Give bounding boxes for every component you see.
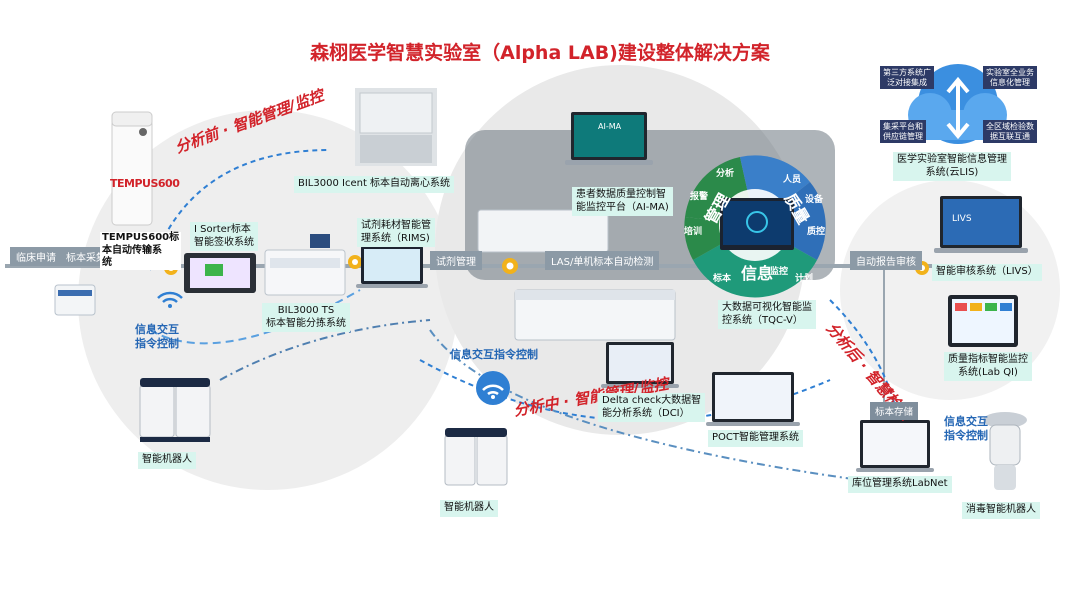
livs-label: 智能审核系统（LIVS） — [932, 264, 1042, 281]
lis-label: 医学实验室智能信息管理 系统(云LIS) — [893, 152, 1011, 181]
cloud-item-procurement: 集采平台和 供应链管理 — [880, 120, 926, 144]
livs-screen-text: LIVS — [952, 214, 972, 224]
cloud-item-third-party: 第三方系统广 泛对接集成 — [880, 66, 934, 90]
labqi-label: 质量指标智能监控 系统(Lab QI) — [944, 352, 1032, 381]
isorter-label: I Sorter标本 智能签收系统 — [190, 222, 258, 251]
robot-center-label: 智能机器人 — [440, 500, 498, 517]
robot-left-label: 智能机器人 — [138, 452, 196, 469]
flow-auto-report: 自动报告审核 — [850, 251, 922, 270]
hub-personnel: 人员 — [783, 175, 802, 185]
ai-ma-screen-text: AI-MA — [598, 122, 622, 131]
post-phase-arc — [829, 299, 901, 431]
hub-monitor: 监控 — [770, 267, 789, 277]
robot-left-graphic — [139, 378, 211, 442]
bil-ts-label: BIL3000 TS 标本智能分拣系统 — [262, 303, 350, 332]
ai-ma-label: 患者数据质量控制智 能监控平台（AI-MA) — [572, 187, 673, 216]
robot-disinfect-graphic — [983, 412, 1027, 490]
wifi-icon-center — [476, 371, 510, 405]
analyzer-line — [477, 209, 609, 253]
robot-center-graphic — [444, 428, 508, 486]
wifi-icon-left — [157, 291, 183, 308]
bil-icent-label: BIL3000 Icent 标本自动离心系统 — [294, 176, 455, 193]
bil-ts-device — [264, 249, 346, 296]
robot-path-left — [219, 319, 431, 381]
rims-label: 试剂耗材智能管 理系统（RIMS) — [357, 218, 435, 247]
hub-device: 设备 — [805, 195, 824, 205]
hub-qc: 质控 — [807, 227, 826, 237]
robot-disinfect-label: 消毒智能机器人 — [962, 502, 1040, 519]
robot-path — [429, 329, 861, 481]
labnet-label: 库位管理系统LabNet — [848, 476, 952, 493]
hub-plan: 计划 — [795, 274, 814, 284]
hub-alarm: 报警 — [690, 192, 709, 202]
info-cmd-right: 信息交互 指令控制 — [944, 415, 988, 442]
hub-analysis: 分析 — [716, 169, 735, 179]
cloud-item-regional: 全区域检验数 据互联互通 — [983, 120, 1037, 144]
tempus-brand: TEMPUS600 — [110, 177, 180, 190]
hub-information: 信息 — [741, 264, 774, 283]
info-cmd-left: 信息交互 指令控制 — [135, 323, 179, 350]
tempus-device — [111, 111, 153, 226]
flow-sample-collection: 标本采集 — [60, 247, 112, 266]
poct-label: POCT智能管理系统 — [708, 430, 803, 447]
tqcv-label: 大数据可视化智能监 控系统（TQC-V） — [718, 300, 816, 329]
hub-training: 培训 — [684, 227, 703, 237]
page-title: 森栩医学智慧实验室（Alpha LAB)建设整体解决方案 — [310, 42, 770, 64]
tempus-label: TEMPUS600标 本自动传输系 统 — [100, 232, 182, 270]
cloud-item-full-business: 实验室全业务 信息化管理 — [983, 66, 1037, 90]
flow-clinical-request: 临床申请 — [10, 247, 62, 266]
flow-reagent: 试剂管理 — [430, 251, 482, 270]
flow-storage: 标本存储 — [870, 402, 919, 420]
sampling-device — [54, 284, 96, 316]
info-cmd-center: 信息交互指令控制 — [450, 348, 538, 361]
flow-las: LAS/单机标本自动检测 — [545, 251, 660, 270]
dci-label: Delta check大数据智 能分析系统（DCI） — [598, 393, 706, 422]
hub-sample: 标本 — [713, 274, 732, 284]
